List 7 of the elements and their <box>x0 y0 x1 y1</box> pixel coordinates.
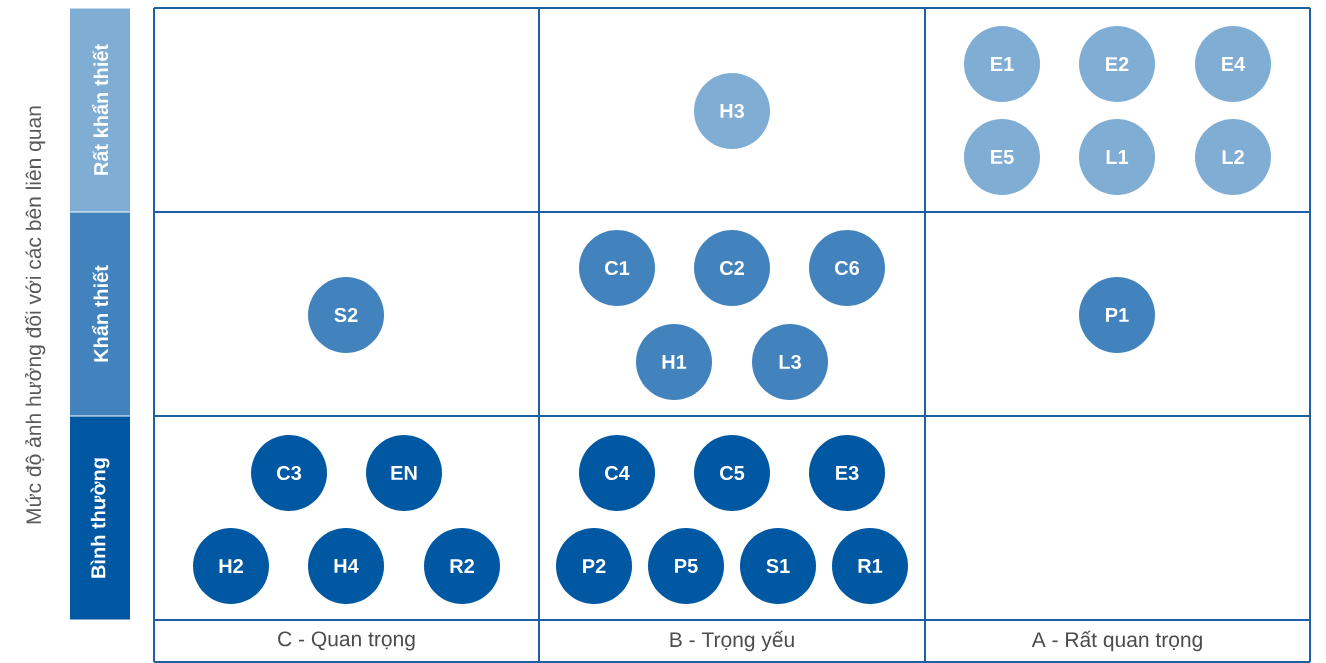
row-header: Khẩn thiết <box>70 212 130 416</box>
column-header: A - Rất quan trọng <box>1031 630 1202 652</box>
axis-title: Mức độ ảnh hưởng đối với các bên liên quan <box>24 106 46 524</box>
column-header: C - Quan trọng <box>278 631 415 651</box>
row-header: Bình thường <box>70 416 130 620</box>
row-header: Rất khẩn thiết <box>70 8 130 212</box>
column-header: B - Trọng yếu <box>670 630 794 652</box>
